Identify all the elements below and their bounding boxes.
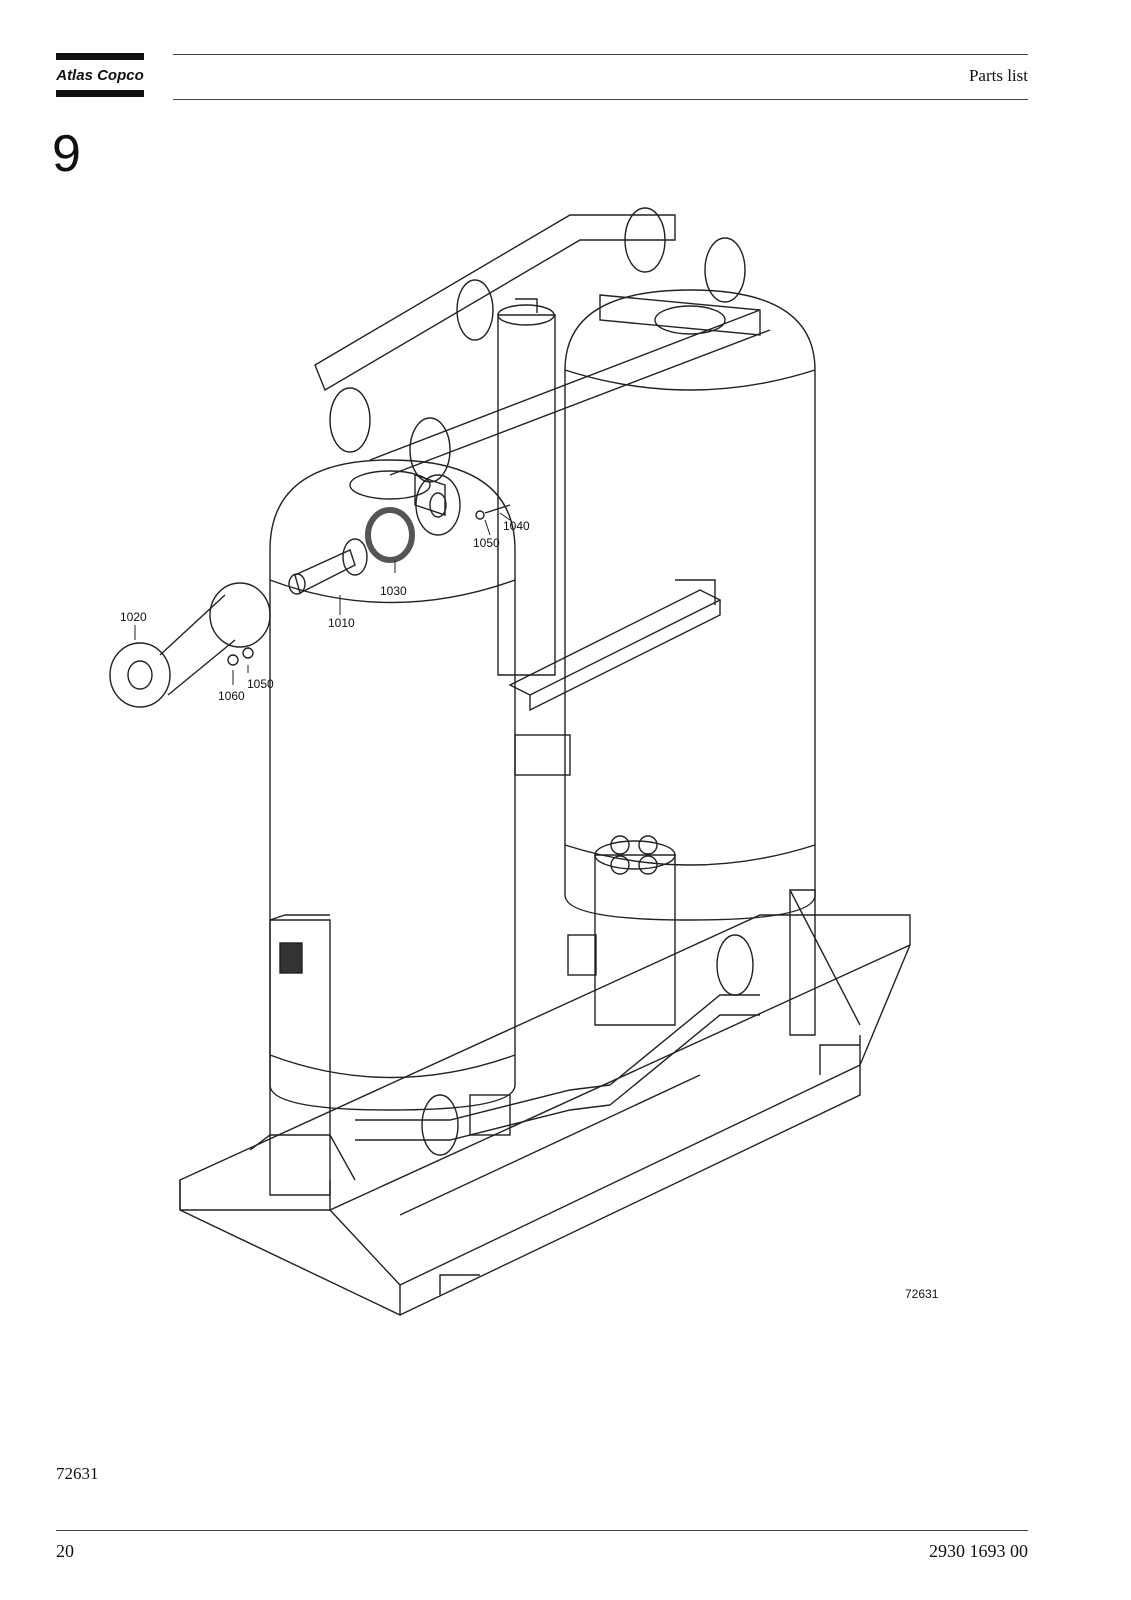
footer-rule <box>56 1530 1028 1531</box>
figure-caption: 72631 <box>56 1464 99 1483</box>
right-support-column <box>789 889 861 1036</box>
atlas-copco-logo: Atlas Copco <box>56 53 144 97</box>
callout-1050-top: 1050 <box>473 536 500 550</box>
header-rule-bottom <box>173 99 1028 100</box>
document-number: 2930 1693 00 <box>929 1541 1028 1561</box>
callout-1050-left: 1050 <box>247 677 274 691</box>
leader-lines <box>134 512 511 685</box>
rear-vessel <box>564 289 816 921</box>
page-number: 20 <box>56 1541 74 1561</box>
figure-id: 72631 <box>905 1287 939 1301</box>
exploded-pipe-1020 <box>109 582 271 708</box>
callout-1040: 1040 <box>503 519 530 533</box>
section-number: 9 <box>52 125 81 183</box>
base-frame <box>179 914 911 1317</box>
logo-text: Atlas Copco <box>56 67 144 84</box>
nut-washer-1060 <box>227 647 254 666</box>
header-rule-top <box>173 54 1028 55</box>
top-piping <box>314 207 771 516</box>
cross-beam <box>508 579 722 776</box>
left-support-column <box>249 914 356 1196</box>
callout-1030: 1030 <box>380 584 407 598</box>
exploded-stub-1010 <box>288 538 368 595</box>
callout-1060: 1060 <box>218 689 245 703</box>
header-title: Parts list <box>968 66 1028 85</box>
gasket-1030 <box>365 507 415 563</box>
callout-1020: 1020 <box>120 610 147 624</box>
exploded-parts-drawing: 1020 1010 1030 1040 1050 1050 1060 72631 <box>109 207 939 1317</box>
bottom-piping <box>355 835 760 1156</box>
flange-1050-set <box>415 474 511 536</box>
front-vessel <box>269 459 516 1111</box>
rear-column <box>497 298 556 676</box>
callout-1010: 1010 <box>328 616 355 630</box>
